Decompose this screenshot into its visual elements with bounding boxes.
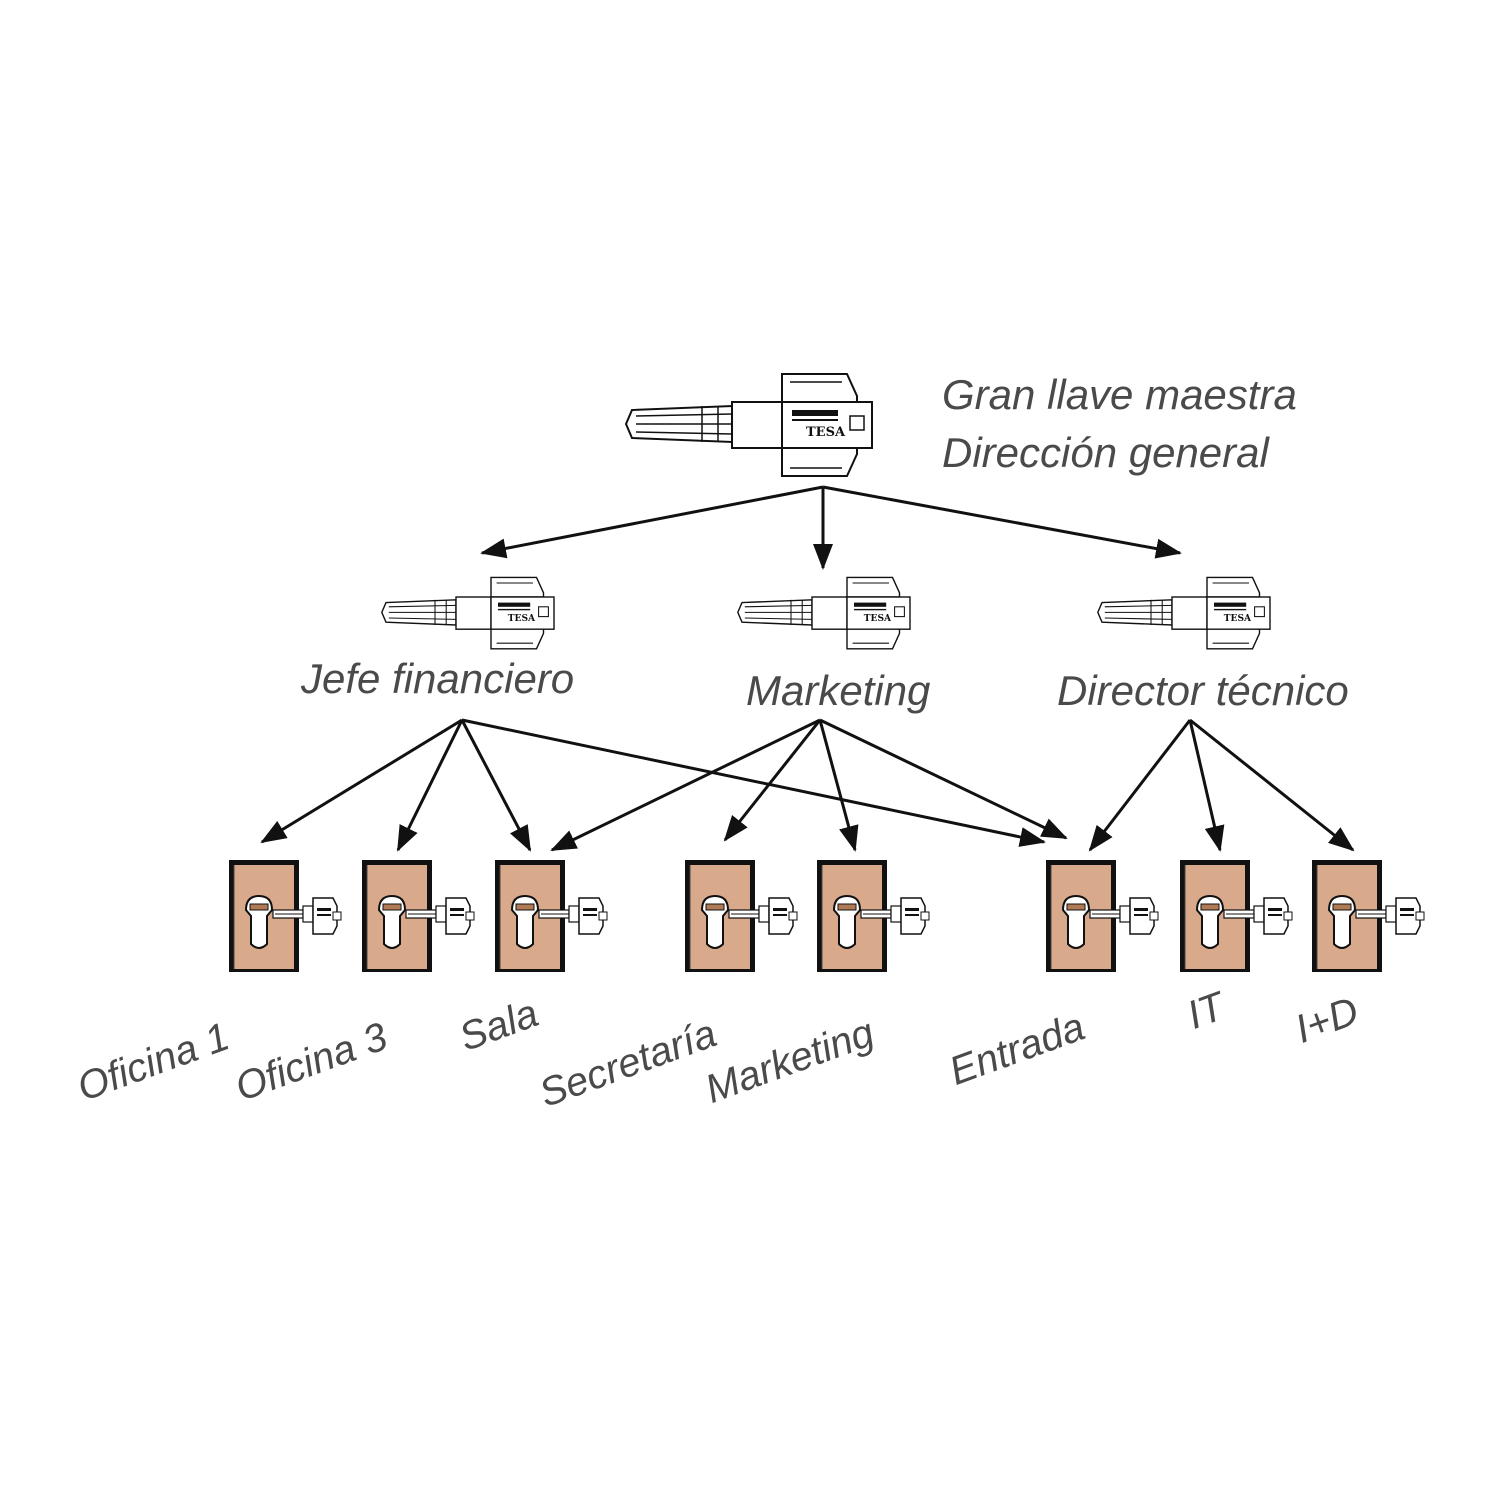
arrow-marketing-to-entrada bbox=[819, 718, 1068, 840]
arrow-director-to-imasd bbox=[1189, 718, 1355, 852]
group-label-jefe-financiero: Jefe financiero bbox=[301, 655, 575, 702]
arrow-marketing-to-marketing_door bbox=[818, 719, 859, 852]
key-icon-director-tecnico: TESA bbox=[1097, 576, 1271, 650]
arrow-jefe-to-sala bbox=[460, 719, 532, 852]
door-marketing bbox=[816, 859, 930, 973]
svg-text:TESA: TESA bbox=[508, 613, 536, 624]
master-key-title: Gran llave maestra bbox=[942, 371, 1297, 418]
door-secretaria bbox=[684, 859, 798, 973]
group-label-director-tecnico: Director técnico bbox=[1057, 667, 1349, 714]
arrow-jefe-to-oficina3 bbox=[396, 719, 464, 852]
master-key-subtitle: Dirección general bbox=[942, 429, 1269, 476]
master-key-brand: TESA bbox=[806, 425, 846, 440]
svg-text:TESA: TESA bbox=[864, 613, 892, 624]
arrow-jefe-to-entrada bbox=[461, 718, 1046, 847]
door-it bbox=[1179, 859, 1293, 973]
arrow-jefe-to-oficina1 bbox=[260, 718, 463, 844]
arrow-master-to-director bbox=[822, 485, 1182, 559]
master-key-icon: TESA bbox=[625, 373, 873, 477]
arrow-marketing-to-secretaria bbox=[723, 719, 822, 842]
door-i-mas-d bbox=[1311, 859, 1425, 973]
arrow-director-to-it bbox=[1188, 719, 1225, 852]
group-label-marketing: Marketing bbox=[746, 667, 931, 714]
arrow-master-to-jefe bbox=[480, 485, 824, 559]
door-oficina-1 bbox=[228, 859, 342, 973]
arrow-marketing-to-sala bbox=[550, 718, 821, 852]
arrow-director-to-entrada bbox=[1088, 719, 1192, 852]
key-icon-jefe-financiero: TESA bbox=[381, 576, 555, 650]
key-icon-marketing: TESA bbox=[737, 576, 911, 650]
arrows bbox=[260, 485, 1355, 852]
door-entrada bbox=[1045, 859, 1159, 973]
door-sala bbox=[494, 859, 608, 973]
door-oficina-3 bbox=[361, 859, 475, 973]
svg-text:TESA: TESA bbox=[1224, 613, 1252, 624]
